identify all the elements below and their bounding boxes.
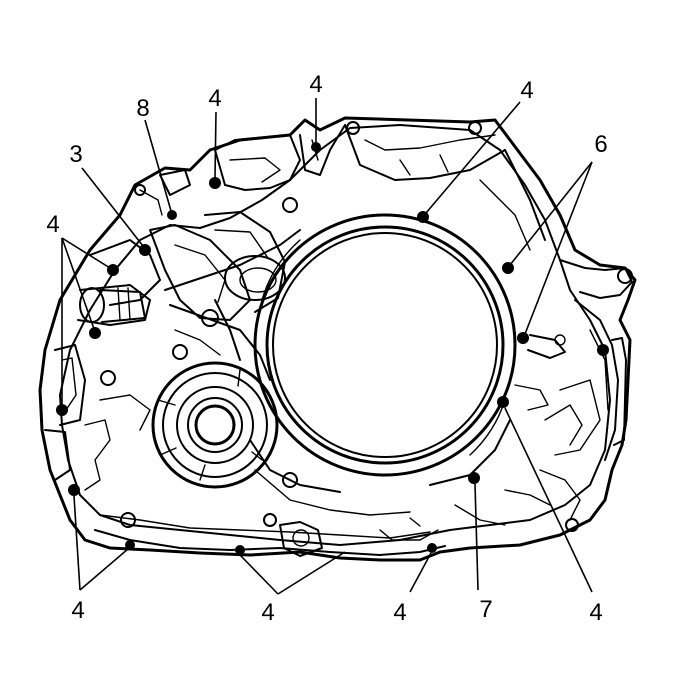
callout-4-top-left: 4 <box>208 85 221 112</box>
bolt-top-right <box>417 211 429 223</box>
bolt-left-upper <box>89 327 101 339</box>
callout-4-bottom-mid: 4 <box>393 599 406 626</box>
bolt-bottom-mid <box>427 543 437 553</box>
callout-4-top-right: 4 <box>520 77 533 104</box>
bolt-bottom-left <box>125 540 135 550</box>
callout-6: 6 <box>594 131 607 158</box>
bolt-right-middle <box>517 332 529 344</box>
bolt-bottom-right-7 <box>468 472 480 484</box>
callout-4-top-center: 4 <box>309 71 322 98</box>
bolt-left-lower <box>68 484 80 496</box>
bolt-right-6b <box>597 344 609 356</box>
callout-4-bottom-center: 4 <box>261 599 274 626</box>
bolt-right-upper <box>502 262 514 274</box>
transaxle-housing <box>38 116 637 562</box>
callout-4-bottom-right: 4 <box>589 599 602 626</box>
bolt-8 <box>167 210 177 220</box>
callout-8: 8 <box>136 95 149 122</box>
callout-7: 7 <box>479 596 492 623</box>
bolt-left-top <box>107 264 119 276</box>
bolt-right-lower <box>497 396 509 408</box>
bolt-bottom-center <box>235 545 245 555</box>
bolt-3 <box>139 244 151 256</box>
callout-labels: 4 4 4 6 8 3 4 4 4 4 7 4 <box>46 71 607 626</box>
callout-4-bottom-left: 4 <box>71 597 84 624</box>
callout-4-left: 4 <box>46 211 59 238</box>
bolt-left-mid <box>56 404 68 416</box>
callout-3: 3 <box>69 141 82 168</box>
bolt-markers <box>56 142 609 555</box>
leader-lines <box>61 98 593 595</box>
bolt-top-center <box>311 142 321 152</box>
bolt-top-left <box>209 177 221 189</box>
